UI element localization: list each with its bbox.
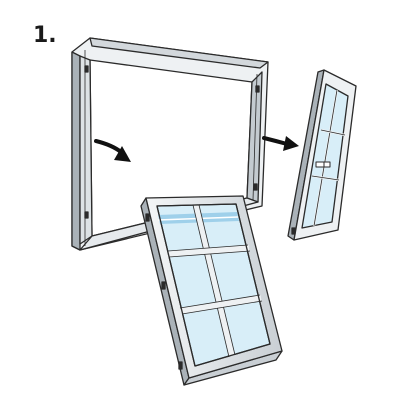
removed-window-sash-icon <box>140 195 283 386</box>
removed-window-sash-right-icon <box>287 69 357 241</box>
arrow-down-right-icon <box>94 139 131 162</box>
step-number: 1. <box>33 23 57 48</box>
arrow-right-icon <box>262 136 299 151</box>
